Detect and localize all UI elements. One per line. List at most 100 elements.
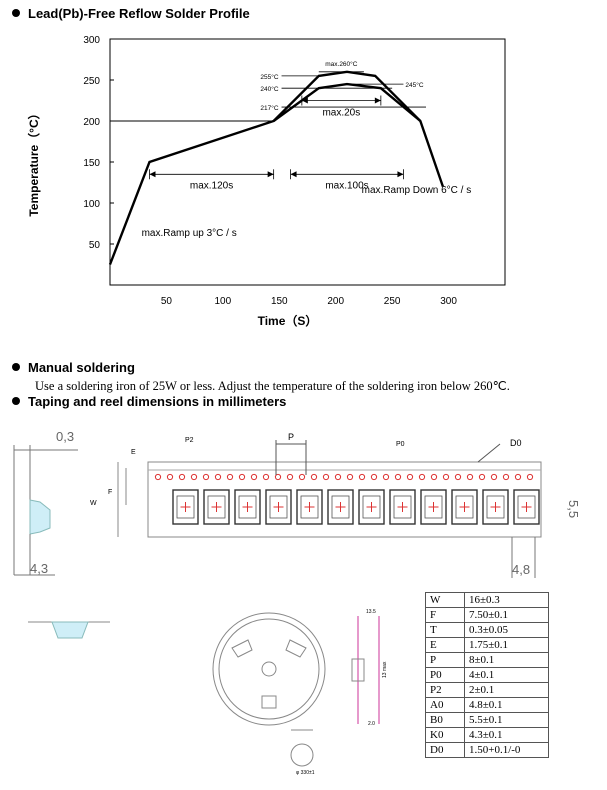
spec-key: E xyxy=(425,637,465,653)
sprocket-hole xyxy=(442,473,450,481)
annotation-ramp-down: max.Ramp Down 6°C / s xyxy=(362,185,472,196)
x-tick-label: 200 xyxy=(327,296,344,307)
spec-key: P2 xyxy=(425,682,465,698)
label-p: P xyxy=(288,432,294,442)
sprocket-hole xyxy=(298,473,306,481)
tape-pocket xyxy=(265,489,292,525)
reference-label: 217°C xyxy=(260,104,278,112)
tape-side-profile xyxy=(13,445,78,576)
dimension-max-100s xyxy=(290,169,404,180)
sprocket-hole xyxy=(502,473,510,481)
sprocket-hole xyxy=(370,473,378,481)
sprocket-hole xyxy=(466,473,474,481)
annotation-ramp-up: max.Ramp up 3°C / s xyxy=(142,228,237,239)
label-e: E xyxy=(131,449,136,456)
sprocket-hole xyxy=(394,473,402,481)
reference-label: 240°C xyxy=(260,85,278,93)
sprocket-hole xyxy=(286,473,294,481)
y-tick-label: 150 xyxy=(83,158,100,169)
reel-front-view xyxy=(212,612,326,726)
sprocket-hole xyxy=(382,473,390,481)
x-tick-label: 50 xyxy=(161,296,173,307)
taping-title-text: Taping and reel dimensions in millimeter… xyxy=(28,394,287,409)
reel-label-diameter: φ 330±1 xyxy=(296,770,315,776)
spec-value: 4.8±0.1 xyxy=(464,697,549,713)
y-axis-label: Temperature（°C） xyxy=(26,107,41,216)
sprocket-hole xyxy=(322,473,330,481)
dim-03-label: 0,3 xyxy=(56,429,74,444)
sprocket-hole xyxy=(418,473,426,481)
spec-key: B0 xyxy=(425,712,465,728)
dim-48-label: 4,8 xyxy=(512,562,530,577)
spec-value: 7.50±0.1 xyxy=(464,607,549,623)
tape-pocket xyxy=(327,489,354,525)
x-tick-label: 250 xyxy=(384,296,401,307)
y-tick-label: 300 xyxy=(83,35,100,46)
sprocket-hole xyxy=(202,473,210,481)
sprocket-hole xyxy=(154,473,162,481)
spec-value: 5.5±0.1 xyxy=(464,712,549,728)
tape-top-view xyxy=(117,461,542,538)
manual-text: Use a soldering iron of 25W or less. Adj… xyxy=(35,379,510,393)
sprocket-hole xyxy=(238,473,246,481)
sprocket-hole xyxy=(274,473,282,481)
sprocket-hole xyxy=(526,473,534,481)
component-front-view xyxy=(28,621,110,639)
sprocket-hole xyxy=(454,473,462,481)
reference-label: 245°C xyxy=(405,81,423,89)
spec-key: F xyxy=(425,607,465,623)
spec-key: K0 xyxy=(425,727,465,743)
annotation-max-100s: max.100s xyxy=(325,180,368,191)
sprocket-hole xyxy=(250,473,258,481)
sprocket-hole xyxy=(166,473,174,481)
tape-pocket xyxy=(296,489,323,525)
reel-label-13-max: 13 max xyxy=(382,661,388,678)
y-tick-label: 50 xyxy=(89,240,101,251)
label-d0: D0 xyxy=(510,438,522,448)
y-tick-label: 200 xyxy=(83,117,100,128)
reflow-title-text: Lead(Pb)-Free Reflow Solder Profile xyxy=(28,6,250,21)
sprocket-hole xyxy=(334,473,342,481)
manual-title-text: Manual soldering xyxy=(28,360,135,375)
sprocket-hole xyxy=(214,473,222,481)
sprocket-hole xyxy=(358,473,366,481)
spec-value: 16±0.3 xyxy=(464,592,549,608)
spec-key: A0 xyxy=(425,697,465,713)
sprocket-hole xyxy=(514,473,522,481)
tape-pocket xyxy=(389,489,416,525)
bullet-icon xyxy=(12,397,20,405)
spec-value: 4.3±0.1 xyxy=(464,727,549,743)
reel-label-13-5: 13.5 xyxy=(366,609,376,615)
sprocket-hole xyxy=(490,473,498,481)
x-axis-label: Time（S） xyxy=(258,313,318,328)
label-p0: P0 xyxy=(396,441,405,448)
y-tick-label: 250 xyxy=(83,76,100,87)
dimension-max-20s xyxy=(301,95,382,106)
x-tick-label: 100 xyxy=(215,296,232,307)
label-w: W xyxy=(90,500,97,507)
spec-value: 1.75±0.1 xyxy=(464,637,549,653)
reel-label-2-0: 2.0 xyxy=(368,721,375,727)
spec-key: W xyxy=(425,592,465,608)
dim-43-label: 4,3 xyxy=(30,561,48,576)
annotation-max-20s: max.20s xyxy=(322,108,360,119)
label-p2: P2 xyxy=(185,437,194,444)
sprocket-hole xyxy=(430,473,438,481)
spec-key: P xyxy=(425,652,465,668)
reflow-section-title: Lead(Pb)-Free Reflow Solder Profile xyxy=(12,6,250,21)
x-tick-label: 150 xyxy=(271,296,288,307)
tape-pocket xyxy=(513,489,540,525)
spec-value: 1.50+0.1/-0 xyxy=(464,742,549,758)
bullet-icon xyxy=(12,363,20,371)
reference-label: max.260°C xyxy=(325,60,358,68)
sprocket-hole xyxy=(178,473,186,481)
